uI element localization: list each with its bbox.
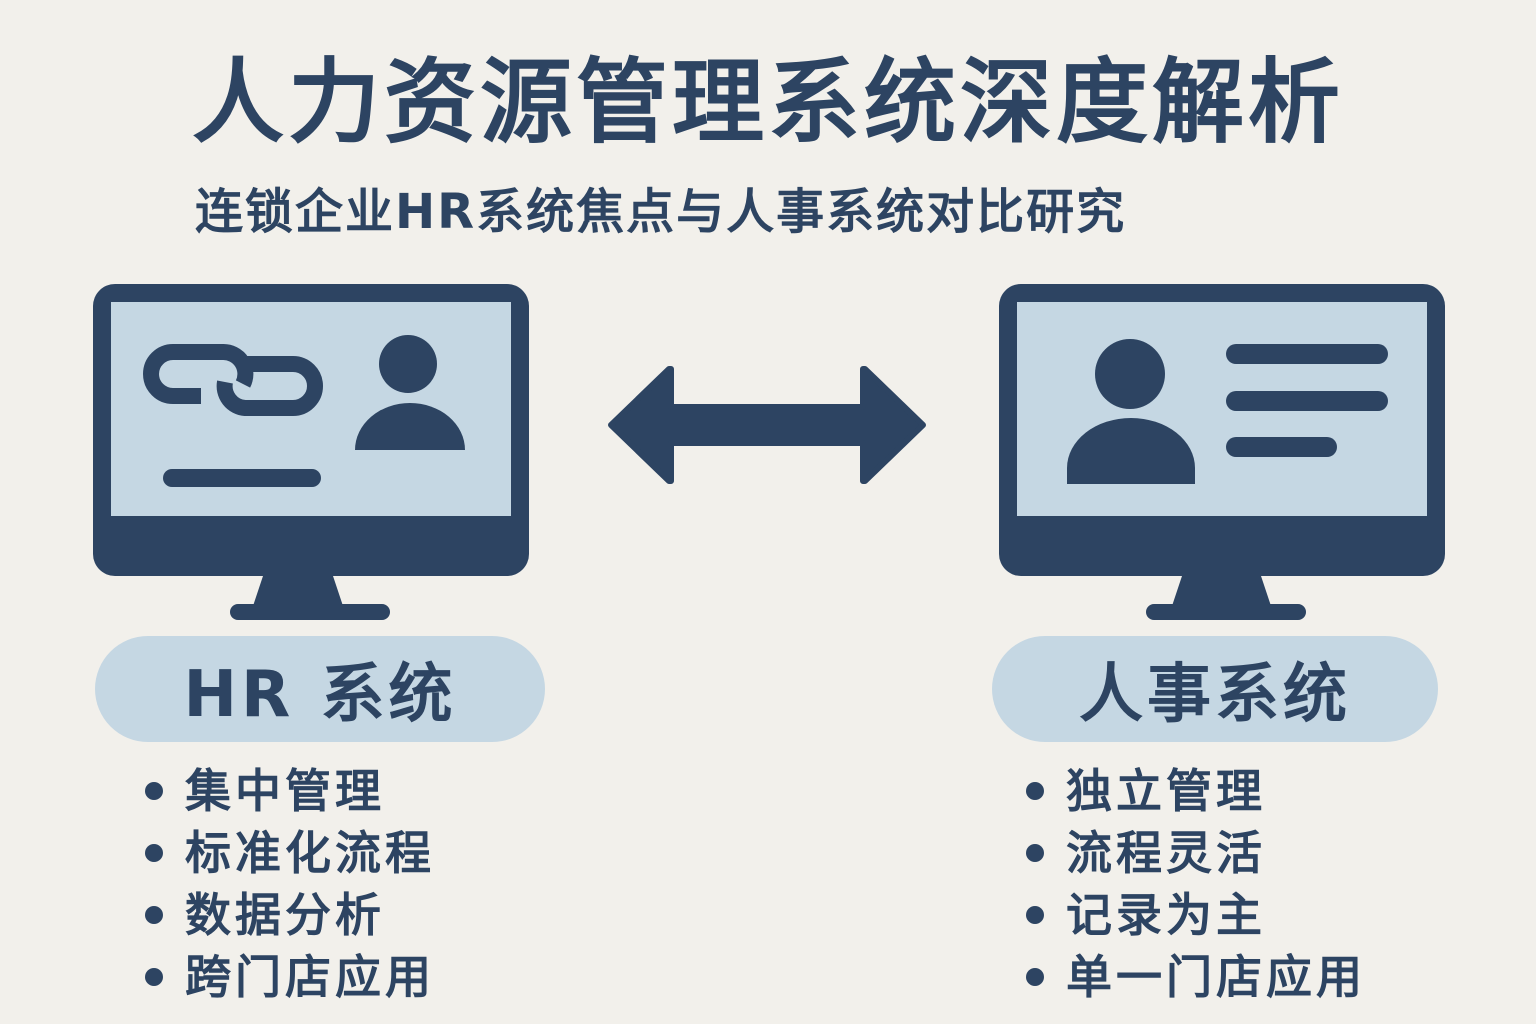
page-subtitle: 连锁企业HR系统焦点与人事系统对比研究 [195,184,1127,240]
hr-system-monitor [93,284,529,624]
list-item: 跨门店应用 [145,946,435,1008]
list-item: 集中管理 [145,760,435,822]
hr-system-label: HR 系统 [95,636,545,742]
bullet-icon [145,968,163,986]
bullet-icon [145,844,163,862]
list-item: 单一门店应用 [1026,946,1366,1008]
personnel-system-feature-list: 独立管理 流程灵活 记录为主 单一门店应用 [1026,760,1366,1008]
list-item: 独立管理 [1026,760,1366,822]
double-arrow-icon [608,366,926,484]
bullet-icon [1026,782,1044,800]
personnel-system-monitor [999,284,1445,624]
bullet-icon [1026,968,1044,986]
list-item: 流程灵活 [1026,822,1366,884]
list-item: 标准化流程 [145,822,435,884]
personnel-system-label: 人事系统 [992,636,1438,742]
bullet-icon [1026,844,1044,862]
hr-system-feature-list: 集中管理 标准化流程 数据分析 跨门店应用 [145,760,435,1008]
comparison-arrow [607,365,927,485]
list-item: 数据分析 [145,884,435,946]
list-item: 记录为主 [1026,884,1366,946]
monitor-chain-user-icon [93,284,529,620]
bullet-icon [145,782,163,800]
page-title: 人力资源管理系统深度解析 [191,49,1344,156]
bullet-icon [145,906,163,924]
bullet-icon [1026,906,1044,924]
monitor-user-profile-icon [999,284,1445,620]
